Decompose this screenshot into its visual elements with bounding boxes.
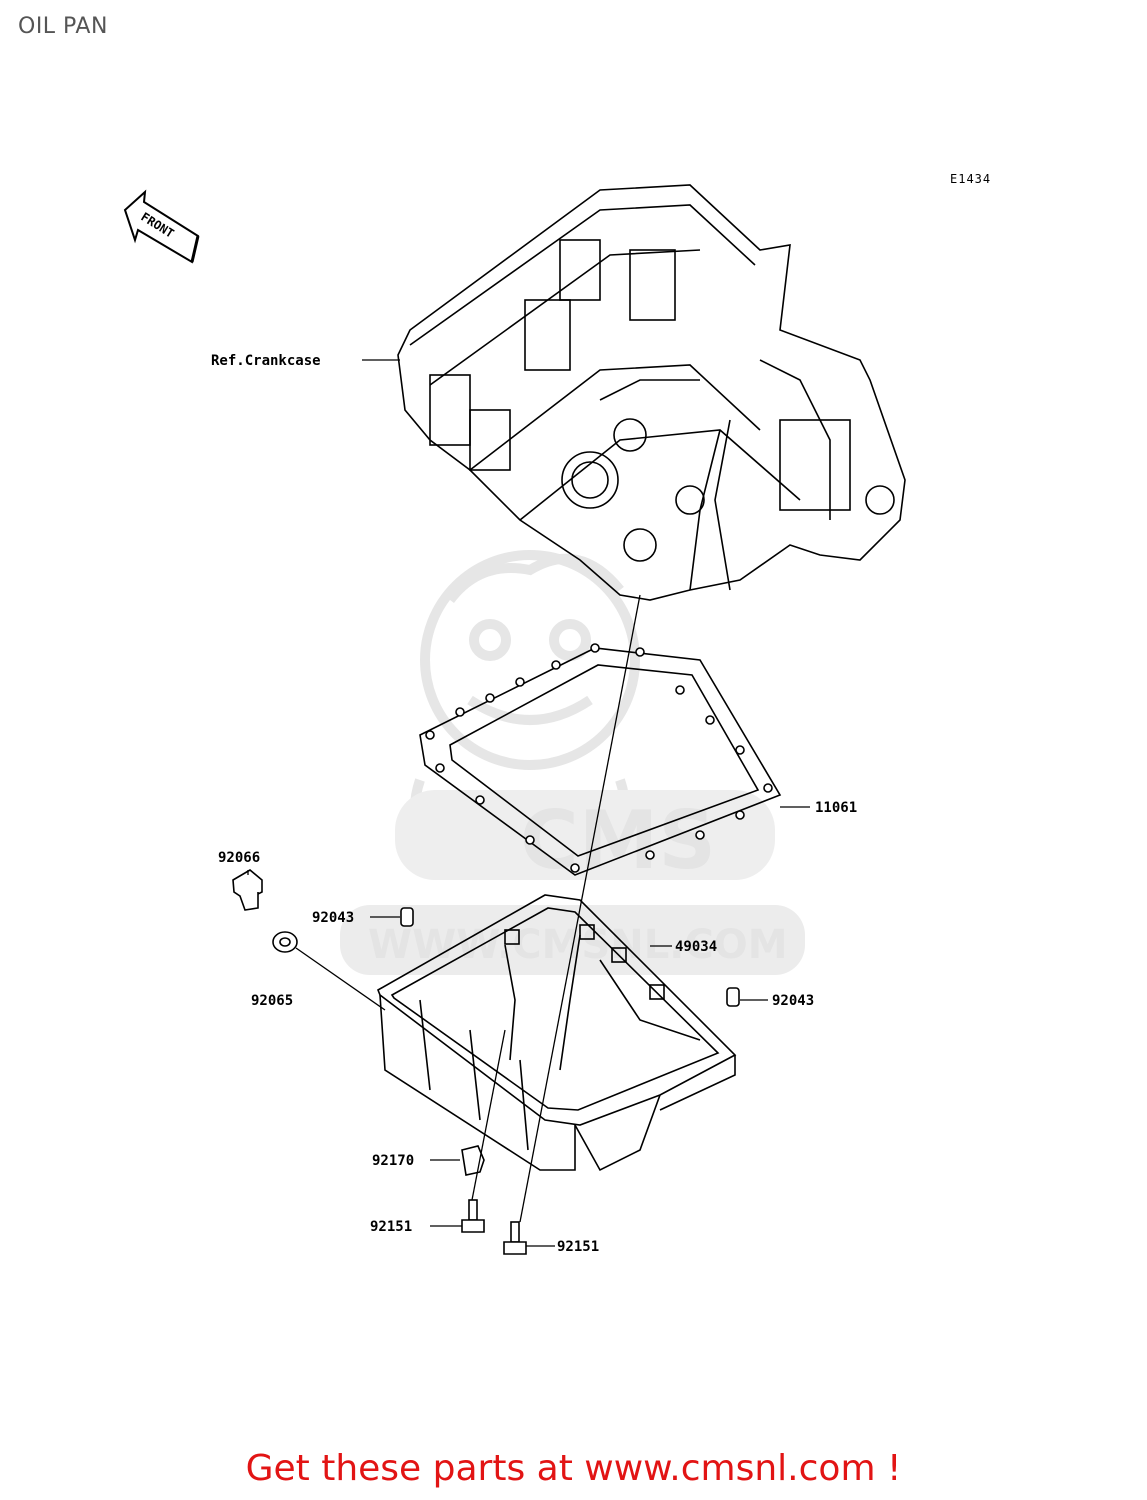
leader-lines xyxy=(247,359,810,1247)
label-92151-right: 92151 xyxy=(557,1239,599,1255)
front-arrow-icon xyxy=(123,189,200,264)
bolt-left-icon xyxy=(461,1199,485,1233)
dowel-pin-left-icon xyxy=(400,907,414,927)
call-to-action-link[interactable]: Get these parts at www.cmsnl.com ! xyxy=(245,1448,902,1489)
label-ref-crankcase: Ref.Crankcase xyxy=(211,353,321,369)
exploded-parts-diagram: CMS WWW.CMSNL.COM FRONT xyxy=(123,184,906,1255)
page-title: OIL PAN xyxy=(18,14,108,39)
label-92170: 92170 xyxy=(372,1153,414,1169)
dowel-pin-right-icon xyxy=(726,987,740,1007)
label-92151-left: 92151 xyxy=(370,1219,412,1235)
label-92043-left: 92043 xyxy=(312,910,354,926)
label-92065: 92065 xyxy=(251,993,293,1009)
washer-icon xyxy=(272,931,298,953)
label-49034: 49034 xyxy=(675,939,717,955)
diagram-code: E1434 xyxy=(950,172,992,186)
label-11061: 11061 xyxy=(815,800,857,816)
watermark: CMS WWW.CMSNL.COM xyxy=(340,550,805,975)
crankcase-drawing xyxy=(397,184,906,601)
part-labels: Ref.Crankcase 11061 92066 92043 49034 92… xyxy=(211,353,857,1255)
gasket-drawing xyxy=(419,643,782,876)
label-92043-right: 92043 xyxy=(772,993,814,1009)
oil-pan-drawing xyxy=(376,894,737,1172)
watermark-url-badge xyxy=(340,905,805,975)
bolt-right-icon xyxy=(503,1221,527,1255)
front-arrow: FRONT xyxy=(123,189,200,264)
clamp-icon xyxy=(461,1145,485,1176)
drain-plug-icon xyxy=(232,869,263,911)
label-92066: 92066 xyxy=(218,850,260,866)
